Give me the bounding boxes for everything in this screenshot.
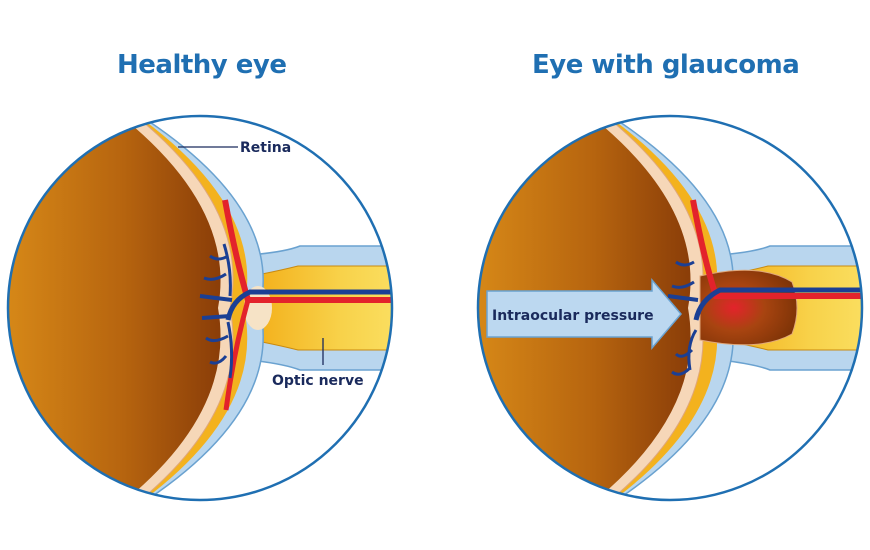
healthy-eye-title: Healthy eye <box>117 50 287 80</box>
pressure-arrow <box>486 277 682 351</box>
pressure-label: Intraocular pressure <box>492 308 654 324</box>
optic-nerve-label: Optic nerve <box>272 373 364 389</box>
glaucoma-eye-title: Eye with glaucoma <box>532 50 800 80</box>
healthy-eye: Retina Optic nerve <box>6 114 394 502</box>
retina-label: Retina <box>240 140 291 156</box>
glaucoma-eye: Intraocular pressure <box>476 114 864 502</box>
